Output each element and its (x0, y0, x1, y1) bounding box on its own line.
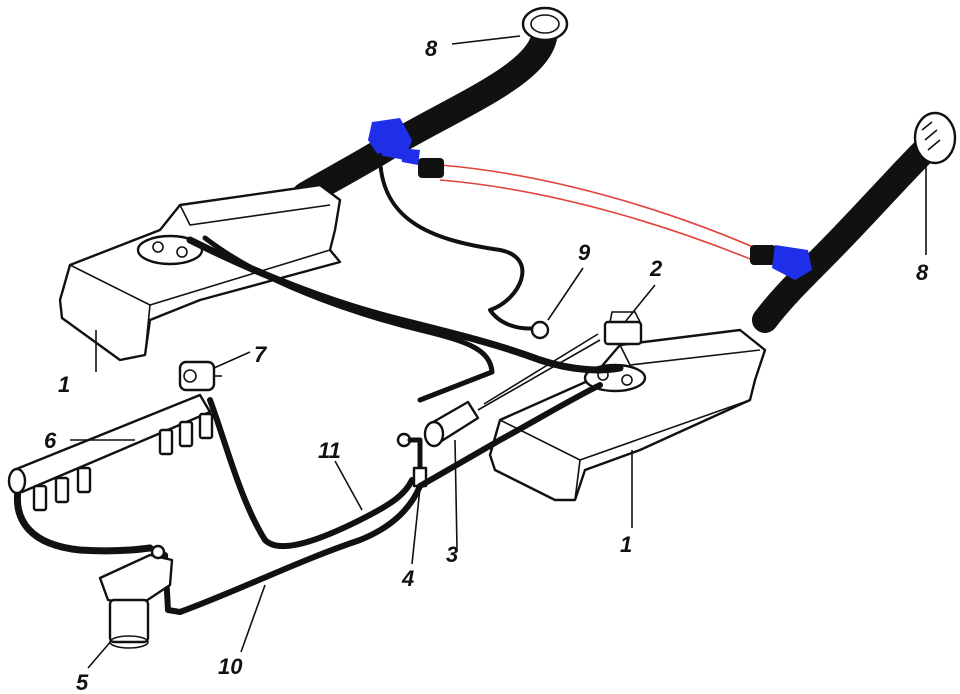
cross-lines (186, 235, 624, 403)
left-filler-neck (292, 6, 569, 208)
fuel-rail (7, 393, 214, 512)
leader-lines (70, 35, 927, 669)
callout-1-right: 1 (620, 532, 632, 557)
supply-line (162, 382, 603, 615)
callout-3: 3 (446, 542, 458, 567)
callout-labels: 1 1 2 3 4 5 6 7 8 8 9 10 11 (44, 36, 929, 694)
callout-8-top: 8 (425, 36, 438, 61)
callout-6: 6 (44, 428, 57, 453)
vent-line (378, 153, 550, 340)
blue-clamp-marks (368, 118, 812, 280)
callout-2: 2 (649, 256, 663, 281)
fuel-level-sender (603, 311, 643, 346)
callout-8-right: 8 (916, 260, 929, 285)
callout-7: 7 (254, 342, 268, 367)
callout-10: 10 (218, 654, 243, 679)
fuel-pump (423, 333, 601, 448)
return-line (207, 397, 415, 550)
filter-feed-line (13, 486, 154, 555)
cross-balance-hose (418, 158, 776, 265)
callout-5: 5 (76, 670, 89, 694)
right-filler-neck (752, 111, 957, 333)
injector-group (32, 412, 214, 512)
callout-4: 4 (401, 566, 414, 591)
left-fuel-tank (58, 183, 342, 362)
right-fuel-tank (488, 328, 767, 502)
callout-1-left: 1 (58, 372, 70, 397)
callout-9: 9 (578, 240, 591, 265)
callout-11: 11 (318, 438, 341, 463)
pressure-regulator (178, 360, 222, 392)
fuel-filter (98, 544, 174, 649)
